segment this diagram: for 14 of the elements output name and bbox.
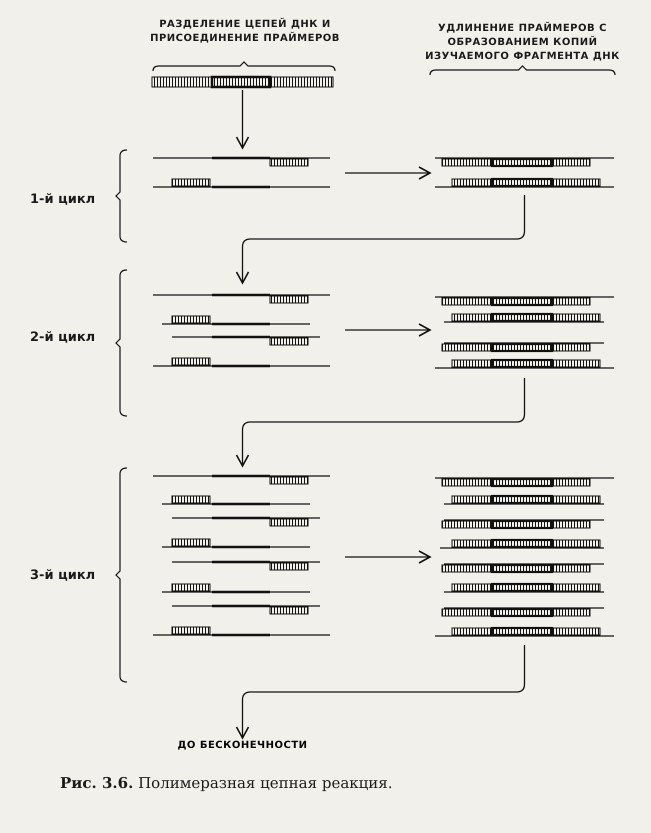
arrow xyxy=(236,645,526,739)
arrow xyxy=(345,323,431,337)
cycle-label: 1-й цикл xyxy=(30,192,96,207)
arrow xyxy=(345,166,431,180)
cycle-label: 2-й цикл xyxy=(30,330,96,345)
arrow xyxy=(345,550,431,564)
arrow xyxy=(236,378,526,467)
column-heading: УДЛИНЕНИЕ ПРАЙМЕРОВ С ОБРАЗОВАНИЕМ КОПИЙ ИЗУЧАЕМОГО ФРАГМЕНТА ДНК xyxy=(424,22,621,64)
cycle-label: 3-й цикл xyxy=(30,568,96,583)
arrow xyxy=(236,90,250,149)
figure-caption: Рис. 3.6. Полимеразная цепная реакция. xyxy=(60,774,393,792)
arrow xyxy=(236,195,526,284)
column-heading: РАЗДЕЛЕНИЕ ЦЕПЕЙ ДНК И ПРИСОЕДИНЕНИЕ ПРАЙМЕРОВ xyxy=(150,18,340,46)
end-label: ДО БЕСКОНЕЧНОСТИ xyxy=(150,740,335,758)
